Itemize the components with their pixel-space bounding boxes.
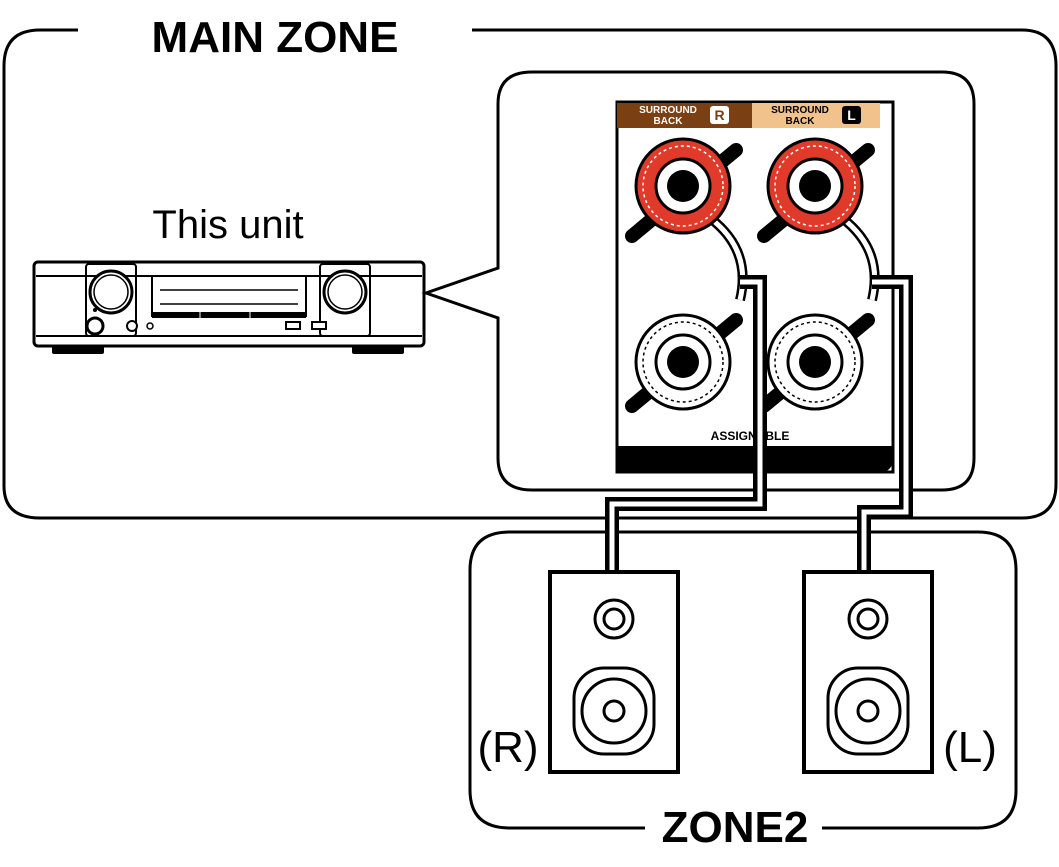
volume-knob-left-icon: [88, 269, 134, 315]
receiver-unit: [32, 260, 426, 354]
svg-text:R: R: [714, 107, 724, 123]
speaker-right-label: (R): [477, 723, 538, 772]
svg-text:L: L: [847, 107, 856, 123]
svg-text:BACK: BACK: [654, 116, 684, 127]
usb-port-icon: [285, 321, 301, 330]
unit-label: This unit: [152, 203, 303, 247]
svg-text:SURROUND: SURROUND: [771, 105, 829, 116]
svg-text:SURROUND: SURROUND: [639, 105, 697, 116]
volume-knob-right-icon: [322, 269, 368, 315]
assignable-label: ASSIGNABLE: [711, 429, 790, 443]
speaker-cable-right: [605, 275, 767, 572]
zone2-frame: [468, 530, 1018, 830]
headphone-jack-icon: [126, 320, 138, 332]
speaker-left-label: (L): [943, 723, 997, 772]
main-zone-title: MAIN ZONE: [152, 13, 399, 62]
speaker-right: [548, 570, 680, 774]
hdmi-port-icon: [311, 321, 327, 330]
speaker-cable-left: [857, 275, 913, 572]
power-button-icon: [85, 316, 105, 336]
zone2-title: ZONE2: [662, 803, 809, 852]
terminal-header-right: [617, 103, 752, 128]
svg-text:BACK: BACK: [786, 116, 816, 127]
speaker-left: [802, 570, 934, 774]
display-panel: [151, 275, 307, 317]
main-zone-frame: [2, 28, 1058, 520]
